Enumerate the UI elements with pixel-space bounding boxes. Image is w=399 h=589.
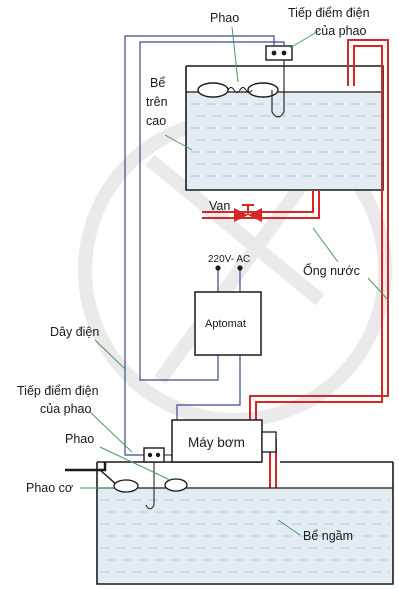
label-contact-top-2: của phao bbox=[315, 24, 366, 38]
label-may-bom: Máy bơm bbox=[188, 435, 245, 450]
mechanical-float bbox=[65, 462, 139, 493]
leader-lines bbox=[80, 26, 389, 536]
label-phao-co: Phao cơ bbox=[26, 481, 73, 495]
label-van: Van bbox=[209, 199, 230, 213]
label-contact-top-1: Tiếp điểm điện bbox=[288, 6, 370, 20]
label-contact-bottom-1: Tiếp điểm điện bbox=[17, 384, 99, 398]
upper-tank-water-dashes bbox=[190, 103, 380, 177]
label-phao-bottom: Phao bbox=[65, 432, 94, 446]
upper-float bbox=[197, 60, 285, 118]
label-aptomat: Aptomat bbox=[205, 318, 246, 330]
label-tank-top-1: Bể bbox=[150, 76, 165, 90]
label-day-dien: Dây điện bbox=[50, 325, 99, 339]
underground-tank bbox=[96, 461, 394, 585]
water-pump bbox=[171, 419, 277, 463]
label-be-ngam: Bể ngầm bbox=[303, 529, 353, 543]
label-ong-nuoc: Ống nước bbox=[303, 263, 360, 278]
label-contact-bottom-2: của phao bbox=[40, 402, 91, 416]
label-phao-top: Phao bbox=[210, 11, 239, 25]
lower-float bbox=[143, 447, 188, 510]
label-tank-top-2: trên bbox=[146, 95, 168, 109]
aptomat-breaker bbox=[194, 291, 262, 356]
label-tank-top-3: cao bbox=[146, 114, 166, 128]
label-voltage: 220V- AC bbox=[208, 254, 250, 265]
upper-float-contact bbox=[265, 45, 293, 61]
valve-icon bbox=[234, 204, 262, 222]
